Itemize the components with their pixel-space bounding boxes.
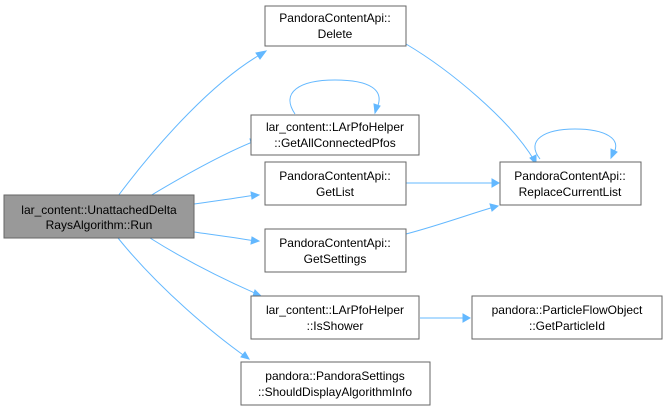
node-label-line-1: lar_content::UnattachedDelta [21, 203, 177, 217]
node-label-line-1: PandoraContentApi:: [279, 169, 390, 183]
edge-run-to-isshower [149, 237, 263, 297]
node-pandoracontentapi-getlist[interactable]: PandoraContentApi:: GetList [264, 161, 407, 206]
node-label-line-1: PandoraContentApi:: [279, 236, 390, 250]
edge-isshower-to-getparticleid [420, 313, 472, 323]
edge-run-to-getallconnectedpfos [149, 138, 261, 197]
edge-getsettings-to-replacecurrentlist [405, 203, 500, 235]
node-label-line-2: GetList [316, 185, 355, 199]
node-label-line-2: ReplaceCurrentList [519, 185, 622, 199]
edge-run-to-getsettings [193, 231, 261, 245]
node-pandorasettings-shoulddisplayalgorithminfo[interactable]: pandora::PandoraSettings ::ShouldDisplay… [240, 361, 431, 406]
node-label-line-1: PandoraContentApi:: [279, 11, 390, 25]
node-label-line-2: Delete [318, 27, 353, 41]
node-larpfohelper-getallconnectedpfos[interactable]: lar_content::LArPfoHelper ::GetAllConnec… [250, 114, 420, 156]
node-label-line-2: GetSettings [304, 252, 367, 266]
node-particleflowobject-getparticleid[interactable]: pandora::ParticleFlowObject ::GetParticl… [471, 295, 663, 340]
edge-run-to-shoulddisplayalgorithminfo [117, 237, 251, 360]
node-label-line-2: ::ShouldDisplayAlgorithmInfo [258, 385, 412, 399]
edge-run-to-delete [117, 50, 268, 197]
node-label-line-2: ::GetAllConnectedPfos [274, 136, 395, 150]
node-pandoracontentapi-replacecurrentlist[interactable]: PandoraContentApi:: ReplaceCurrentList [499, 161, 642, 206]
node-label-line-2: ::GetParticleId [529, 319, 605, 333]
node-label-line-1: lar_content::LArPfoHelper [266, 120, 404, 134]
node-label-line-1: pandora::PandoraSettings [265, 369, 404, 383]
edge-getlist-to-replacecurrentlist [406, 178, 501, 188]
edge-replacecurrentlist-self-loop [534, 128, 618, 160]
node-pandoracontentapi-getsettings[interactable]: PandoraContentApi:: GetSettings [264, 228, 407, 273]
edge-getallconnectedpfos-self-loop [289, 79, 381, 115]
node-larpfohelper-isshower[interactable]: lar_content::LArPfoHelper ::IsShower [250, 295, 420, 340]
node-label-line-2: ::IsShower [307, 319, 364, 333]
node-label-line-2: RaysAlgorithm::Run [46, 218, 153, 232]
node-unattacheddeltaraysalgorithm-run[interactable]: lar_content::UnattachedDelta RaysAlgorit… [3, 194, 195, 239]
node-label-line-1: PandoraContentApi:: [514, 169, 625, 183]
node-label-line-1: pandora::ParticleFlowObject [492, 303, 643, 317]
edge-delete-to-replacecurrentlist [405, 43, 537, 166]
node-pandoracontentapi-delete[interactable]: PandoraContentApi:: Delete [264, 5, 407, 47]
node-label-line-1: lar_content::LArPfoHelper [266, 303, 404, 317]
edge-run-to-getlist [193, 191, 261, 205]
